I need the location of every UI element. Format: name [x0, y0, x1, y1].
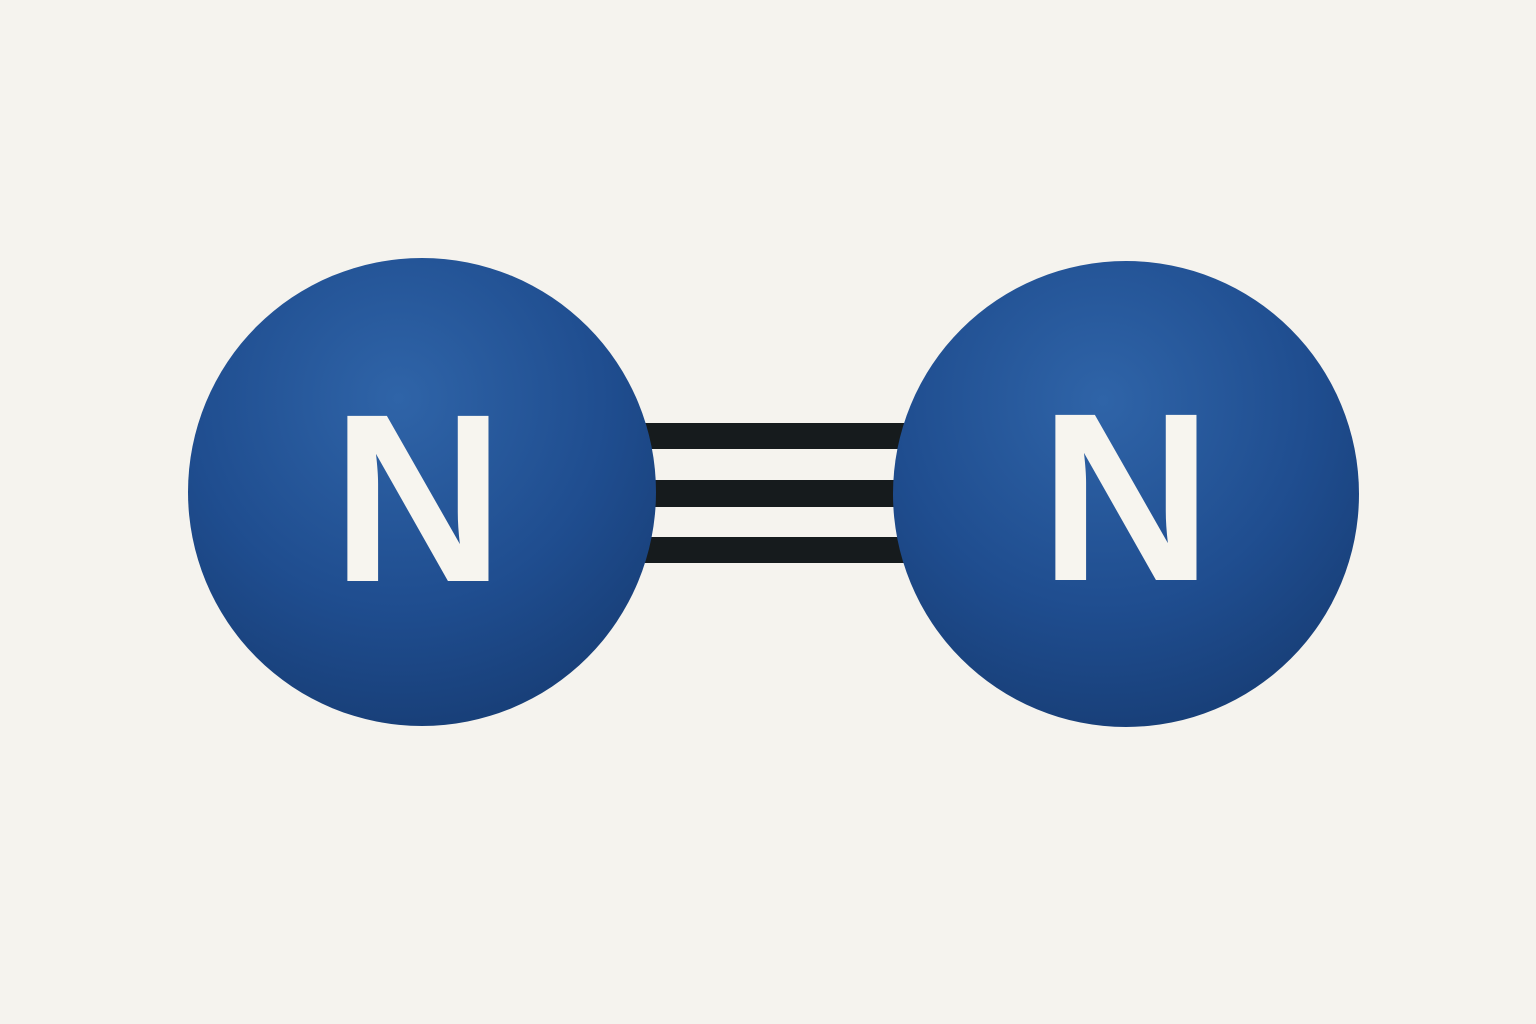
atom-sphere — [188, 258, 656, 726]
bond-line-3 — [630, 537, 920, 563]
atom-left: N — [188, 258, 656, 726]
triple-bond — [630, 423, 920, 563]
bond-line-1 — [630, 423, 920, 449]
atom-sphere — [893, 261, 1359, 727]
atom-right: N — [893, 261, 1359, 727]
atom-label: N — [1039, 363, 1212, 631]
bond-line-2 — [630, 480, 920, 507]
atom-label: N — [331, 364, 504, 632]
